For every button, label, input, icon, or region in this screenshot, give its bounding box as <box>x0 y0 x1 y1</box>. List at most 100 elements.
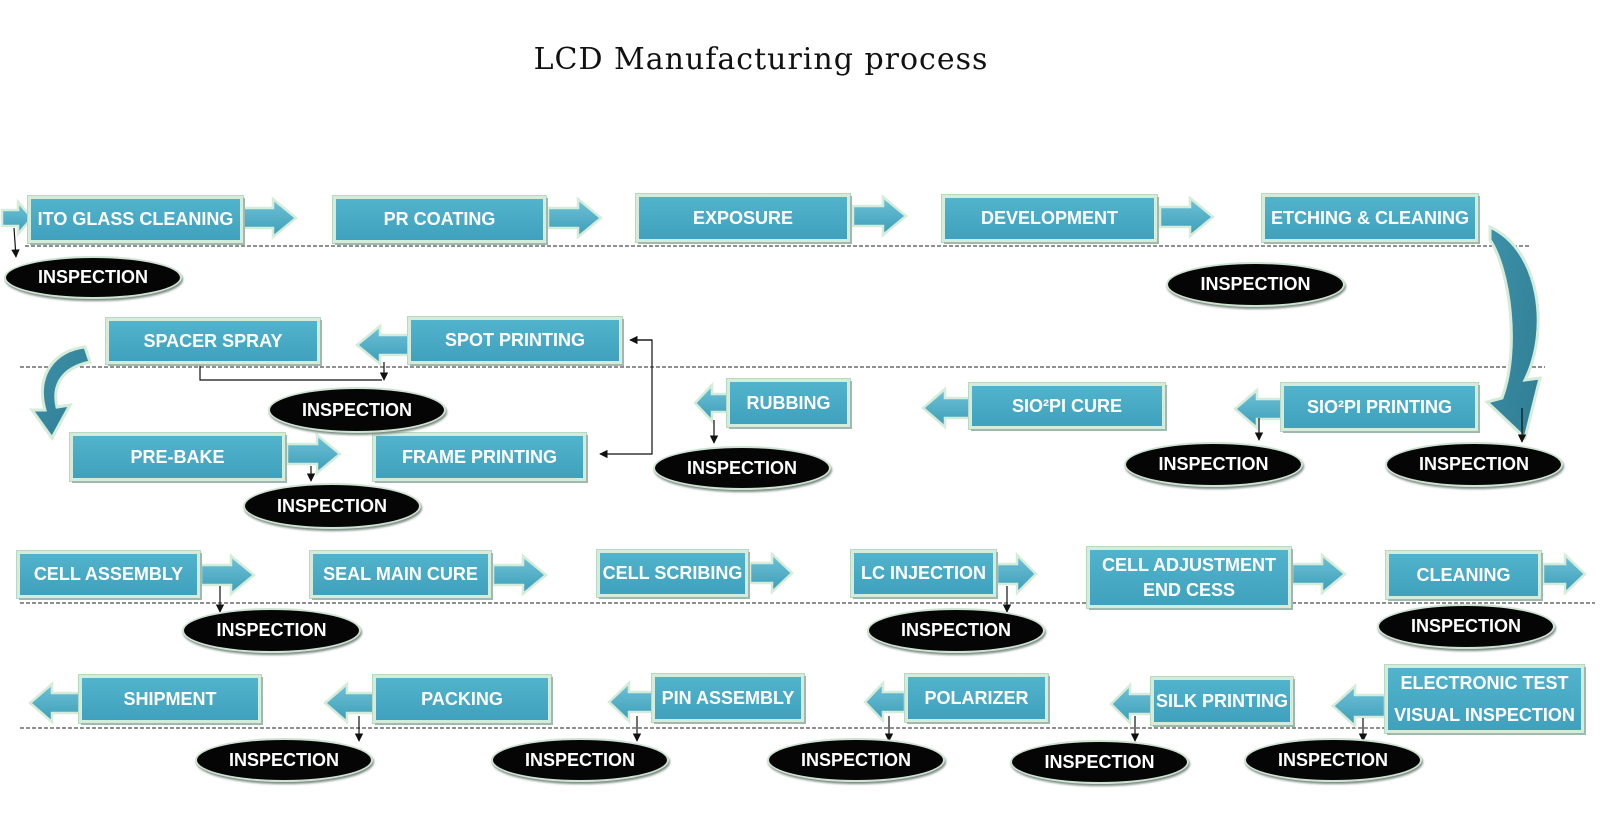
inspection-node: INSPECTION <box>491 738 669 782</box>
arrow-right-icon <box>851 194 908 238</box>
step-label: PRE-BAKE <box>130 446 225 467</box>
step-label: FRAME PRINTING <box>402 446 557 467</box>
step-label: DEVELOPMENT <box>980 208 1118 228</box>
arrow-right-icon <box>241 196 298 240</box>
step-polarizer: POLARIZER <box>905 674 1048 722</box>
step-label: RUBBING <box>746 392 831 413</box>
step-label: SPACER SPRAY <box>143 330 283 351</box>
step-frame-printing: FRAME PRINTING <box>373 433 586 481</box>
step-shipment: SHIPMENT <box>79 675 261 723</box>
step-label: POLARIZER <box>924 687 1029 708</box>
step-exposure: EXPOSURE <box>636 194 850 242</box>
arrow-right-icon <box>546 196 603 240</box>
inspection-node: INSPECTION <box>4 256 182 299</box>
step-label-line2: VISUAL INSPECTION <box>1394 705 1575 725</box>
step-label: SHIPMENT <box>123 688 217 709</box>
inspection-node: INSPECTION <box>243 483 421 529</box>
step-label: CELL ASSEMBLY <box>33 564 184 584</box>
step-label: CLEANING <box>1416 564 1511 585</box>
inspection-label: INSPECTION <box>276 495 387 516</box>
inspection-label: INSPECTION <box>1158 454 1269 474</box>
step-silk-printing: SILK PRINTING <box>1151 677 1293 725</box>
arrow-left-icon <box>323 681 377 725</box>
step-cleaning: CLEANING <box>1386 551 1541 599</box>
inspection-label: INSPECTION <box>524 749 635 770</box>
inspection-label: INSPECTION <box>228 749 339 770</box>
step-label: SILK PRINTING <box>1155 690 1288 711</box>
step-label-multiline: CELL ADJUSTMENT END CESS <box>1102 553 1276 603</box>
inspection-label: INSPECTION <box>900 620 1011 640</box>
inspection-node: INSPECTION <box>195 738 373 782</box>
inspection-label: INSPECTION <box>800 749 911 770</box>
inspection-node: INSPECTION <box>268 387 446 433</box>
step-spacer-spray: SPACER SPRAY <box>106 318 320 364</box>
step-label: PACKING <box>421 688 503 709</box>
step-pr-coating: PR COATING <box>333 196 546 243</box>
step-label: CELL SCRIBING <box>602 563 743 583</box>
curved-down-arrow-icon <box>29 345 92 441</box>
step-sio2pi-printing: SIO²PI PRINTING <box>1281 383 1478 431</box>
step-label: EXPOSURE <box>692 207 794 228</box>
diagram-title-text: LCD Manufacturing process <box>533 42 989 77</box>
step-electronic-test: ELECTRONIC TEST VISUAL INSPECTION <box>1385 665 1584 733</box>
arrow-right-icon <box>995 551 1038 597</box>
inspection-node: INSPECTION <box>653 446 831 490</box>
step-packing: PACKING <box>373 675 551 723</box>
arrow-right-icon <box>491 553 548 597</box>
flow-arrows <box>0 194 1587 597</box>
inspection-node: INSPECTION <box>1244 738 1422 782</box>
inspection-label: INSPECTION <box>1044 751 1155 772</box>
step-label: PR COATING <box>383 209 496 229</box>
arrow-right-icon <box>1158 195 1215 239</box>
arrow-left-icon <box>1109 681 1154 727</box>
step-lc-injection: LC INJECTION <box>851 550 996 597</box>
inspection-node: INSPECTION <box>1124 442 1303 487</box>
inspection-label: INSPECTION <box>1277 749 1388 770</box>
thin-connectors <box>11 227 1527 742</box>
step-pin-assembly: PIN ASSEMBLY <box>652 674 804 722</box>
step-label: ETCHING & CLEANING <box>1271 207 1469 228</box>
step-label-line1: CELL ADJUSTMENT <box>1101 554 1276 575</box>
step-label: SEAL MAIN CURE <box>323 564 478 584</box>
step-label-line2: END CESS <box>1142 579 1235 600</box>
row-baselines <box>20 245 1595 729</box>
step-spot-printing: SPOT PRINTING <box>408 317 622 364</box>
flow-arrows-left <box>28 323 1387 729</box>
step-rubbing: RUBBING <box>727 379 850 427</box>
arrow-left-icon <box>863 679 907 725</box>
inspection-label: INSPECTION <box>686 457 797 478</box>
step-label-line1: ELECTRONIC TEST <box>1400 673 1569 693</box>
step-label: PIN ASSEMBLY <box>661 687 795 708</box>
step-label-multiline: ELECTRONIC TEST VISUAL INSPECTION <box>1394 667 1575 731</box>
inspection-node: INSPECTION <box>1385 442 1563 487</box>
arrow-left-icon <box>1331 683 1387 729</box>
step-label: SIO²PI CURE <box>1011 395 1122 416</box>
step-label: SIO²PI PRINTING <box>1306 396 1452 417</box>
step-seal-main-cure: SEAL MAIN CURE <box>310 551 491 598</box>
arrow-right-icon <box>199 553 256 597</box>
step-label: ITO GLASS CLEANING <box>37 209 234 229</box>
step-label: SPOT PRINTING <box>444 330 585 350</box>
inspection-label: INSPECTION <box>216 620 327 640</box>
diagram-title: LCD Manufacturing process <box>0 42 1622 77</box>
arrow-left-icon <box>355 323 412 367</box>
step-etching-cleaning: ETCHING & CLEANING <box>1262 194 1478 242</box>
inspection-label: INSPECTION <box>37 267 148 287</box>
arrow-right-icon <box>1541 552 1587 596</box>
arrow-left-icon <box>607 680 657 724</box>
arrow-left-icon <box>921 386 975 430</box>
inspection-label: INSPECTION <box>1410 616 1521 636</box>
inspection-label: INSPECTION <box>1200 274 1311 294</box>
arrow-right-icon <box>1290 552 1347 596</box>
connector-line <box>11 227 20 258</box>
step-label: LC INJECTION <box>860 563 986 583</box>
arrow-left-icon <box>693 381 732 425</box>
inspection-node: INSPECTION <box>767 738 945 782</box>
arrow-right-icon <box>285 432 342 476</box>
step-cell-assembly: CELL ASSEMBLY <box>17 551 200 598</box>
arrow-right-icon <box>0 198 34 238</box>
curved-down-arrow-icon <box>1484 224 1542 441</box>
inspection-label: INSPECTION <box>1418 454 1529 474</box>
inspection-node: INSPECTION <box>1166 262 1345 307</box>
